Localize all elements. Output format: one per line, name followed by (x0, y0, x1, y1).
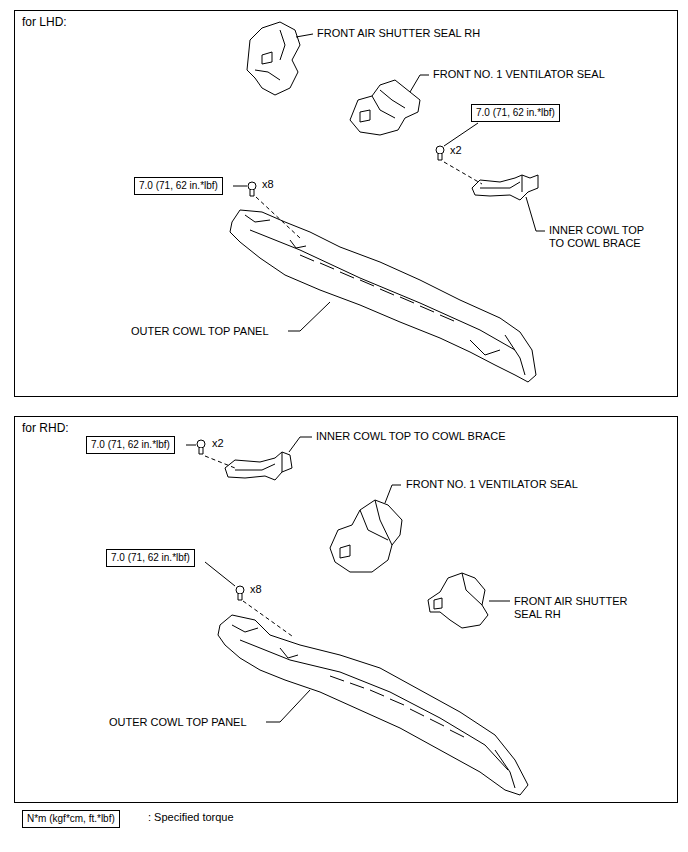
variant-heading: for RHD: (15, 417, 69, 435)
install-line (205, 456, 235, 468)
rhd-parts (197, 440, 528, 795)
part-name: FRONT AIR SHUTTER SEAL RH (316, 27, 481, 40)
bolt-symbol (236, 586, 244, 600)
variant-heading: for LHD: (15, 11, 67, 29)
torque-spec-box: 7.0 (71, 62 in.*lbf) (106, 549, 195, 567)
leader-line (296, 34, 313, 37)
panel-detail (245, 215, 525, 375)
bolt-symbol (197, 440, 205, 454)
leader-line (444, 123, 478, 146)
panel-detail (232, 625, 515, 788)
torque-value: N*m (kgf*cm, ft.*lbf) (23, 811, 119, 827)
part-name: FRONT NO. 1 VENTILATOR SEAL (432, 68, 606, 81)
quantity-mark: x8 (261, 178, 275, 191)
seal-detail (340, 500, 392, 558)
outer-cowl-panel (218, 615, 528, 795)
quantity-mark: x2 (449, 144, 463, 157)
brace-detail (235, 452, 282, 472)
air-shutter-seal (247, 22, 300, 95)
cowl-brace (472, 175, 538, 200)
leader-line (489, 601, 510, 602)
brace-detail (480, 175, 522, 192)
part-name: INNER COWL TOP TO COWL BRACE (315, 430, 506, 443)
part-name: FRONT NO. 1 VENTILATOR SEAL (405, 478, 579, 491)
part-name: FRONT AIR SHUTTER SEAL RH (513, 595, 650, 621)
torque-spec-box: 7.0 (71, 62 in.*lbf) (86, 436, 175, 454)
leader-line (233, 186, 247, 187)
torque-value: 7.0 (71, 62 in.*lbf) (87, 437, 174, 453)
install-line (243, 601, 292, 636)
part-name: : Specified torque (147, 811, 235, 824)
part-name: INNER COWL TOP TO COWL BRACE (548, 224, 662, 250)
seal-detail (360, 90, 405, 122)
leader-line (526, 197, 545, 231)
leader-line (385, 485, 401, 503)
leader-line (410, 75, 429, 92)
cowl-brace (225, 452, 292, 480)
torque-value: 7.0 (71, 62 in.*lbf) (107, 550, 194, 566)
quantity-mark: x2 (211, 437, 225, 450)
air-shutter-seal (428, 573, 488, 628)
torque-value: 7.0 (71, 62 in.*lbf) (135, 178, 222, 194)
part-name: OUTER COWL TOP PANEL (130, 325, 270, 338)
seal-detail (434, 573, 482, 609)
install-line (256, 197, 300, 238)
quantity-mark: x8 (249, 583, 263, 596)
leader-line (288, 302, 330, 331)
torque-spec-box: 7.0 (71, 62 in.*lbf) (471, 104, 560, 122)
outer-cowl-panel (230, 210, 536, 382)
leader-line (289, 437, 312, 452)
install-line (444, 162, 482, 184)
torque-spec-box: 7.0 (71, 62 in.*lbf) (134, 177, 223, 195)
ventilator-seal (350, 80, 420, 135)
part-name: OUTER COWL TOP PANEL (108, 716, 248, 729)
seal-detail (255, 30, 285, 80)
legend-box: N*m (kgf*cm, ft.*lbf) (22, 810, 120, 828)
bolt-symbol (248, 182, 256, 196)
ventilator-seal (330, 500, 402, 572)
leader-line (186, 445, 196, 446)
leader-line (205, 562, 235, 586)
bolt-symbol (436, 146, 444, 160)
leader-line (266, 690, 310, 722)
torque-value: 7.0 (71, 62 in.*lbf) (472, 105, 559, 121)
